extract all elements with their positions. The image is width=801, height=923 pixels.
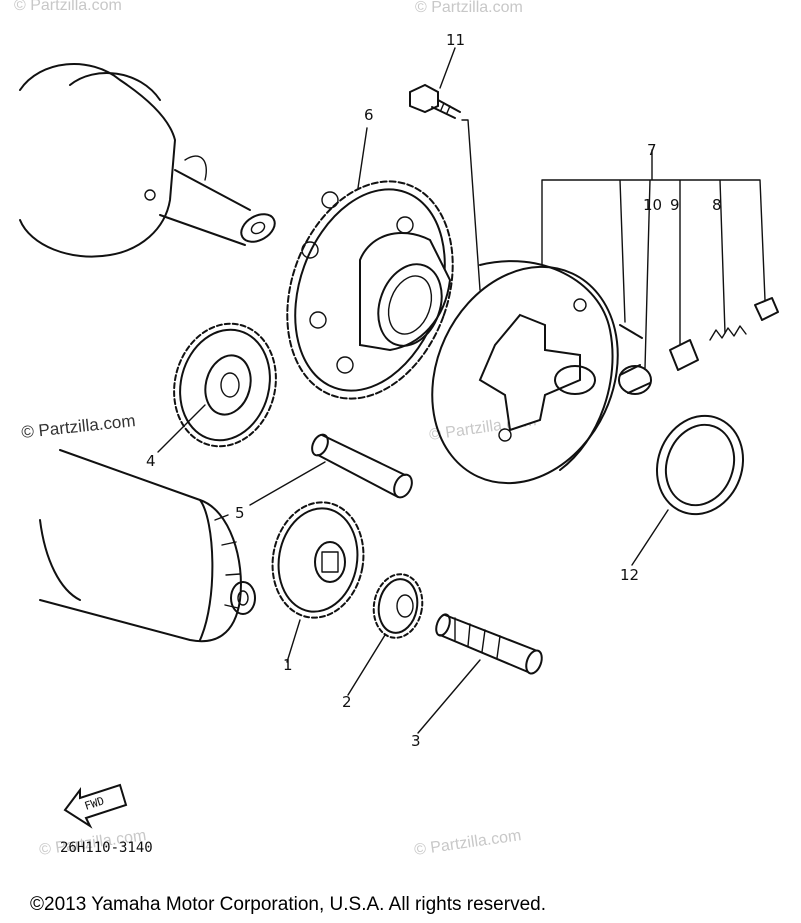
copyright-notice: ©2013 Yamaha Motor Corporation, U.S.A. A… [30, 894, 546, 915]
watermark-top-left: © Partzilla.com [14, 0, 122, 14]
callout-4: 4 [146, 452, 156, 470]
callout-12: 12 [620, 566, 639, 584]
part-7-starter-clutch [431, 260, 619, 485]
callout-7: 7 [647, 141, 657, 159]
part-1-gear [271, 501, 365, 619]
forward-arrow-icon: FWD [63, 783, 128, 829]
callout-9: 9 [670, 196, 680, 214]
callout-3: 3 [411, 732, 421, 750]
starter-motor [39, 449, 256, 643]
diagram-code: 26H110-3140 [60, 840, 153, 856]
leader-lines [157, 47, 766, 734]
part-11-bolt [409, 83, 461, 119]
part-8-cap [754, 297, 779, 321]
crankshaft [19, 63, 276, 258]
callout-6: 6 [364, 106, 374, 124]
callout-11: 11 [446, 31, 465, 49]
watermark-middle-left: © Partzilla.com [20, 411, 136, 442]
watermark-bottom-right: © Partzilla.com [413, 827, 522, 859]
callout-5: 5 [235, 504, 245, 522]
part-2-gear [372, 573, 424, 639]
part-6-idle-gear [286, 180, 454, 400]
part-10-roller [618, 364, 652, 395]
part-7-pin [619, 324, 643, 339]
forward-arrow-label: FWD [83, 794, 106, 813]
callout-10: 10 [643, 196, 662, 214]
part-3-splined-shaft [435, 613, 543, 675]
part-8-spring [709, 325, 747, 341]
part-9-plunger [669, 339, 699, 371]
part-12-washer [655, 414, 745, 516]
callout-8: 8 [712, 196, 722, 214]
part-5-shaft [311, 433, 413, 499]
watermark-top-right: © Partzilla.com [415, 0, 523, 16]
part-4-gear [173, 322, 277, 448]
callout-1: 1 [283, 656, 293, 674]
callout-2: 2 [342, 693, 352, 711]
